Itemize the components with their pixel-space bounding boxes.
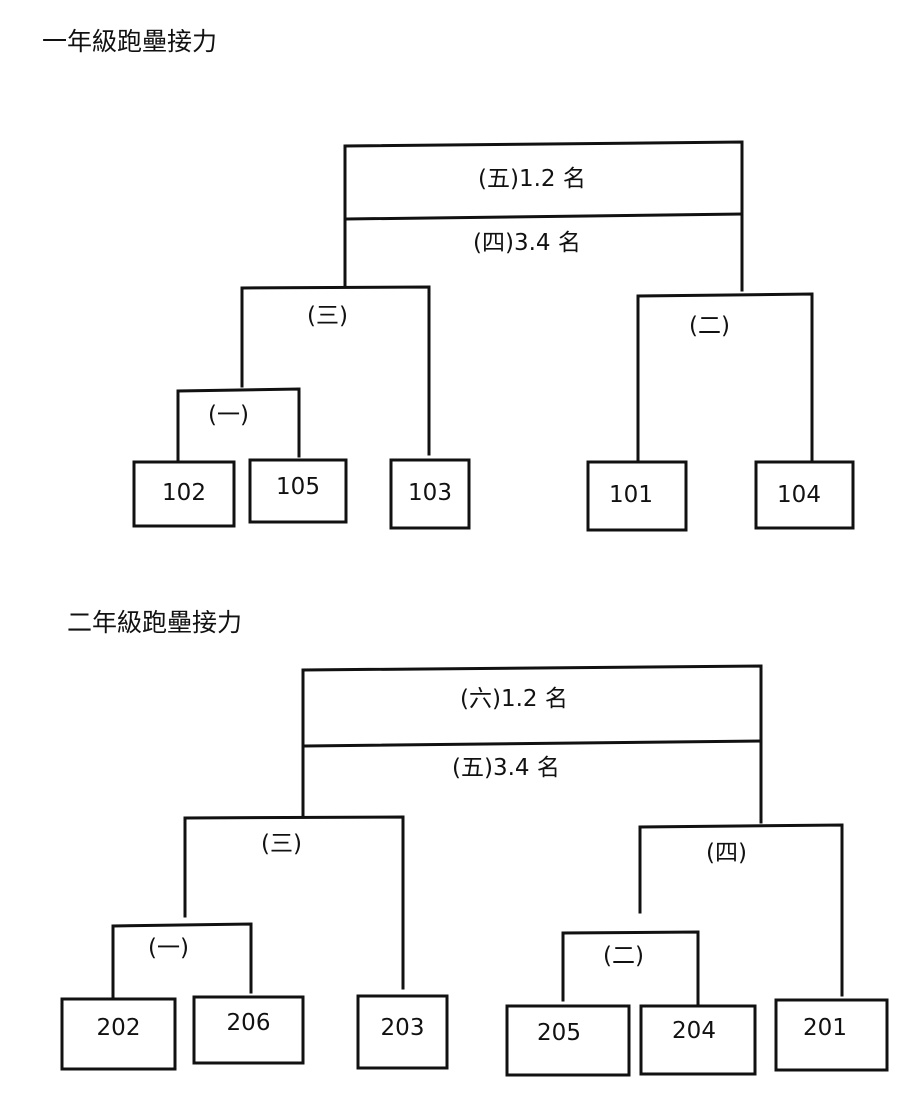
bracket-1-third-place-label: (四)3.4 名 [473, 230, 581, 256]
bracket-2-match-1-connector [111, 922, 253, 1000]
bracket-1-team-box-101 [586, 460, 688, 532]
bracket-1-match-2-connector [636, 292, 814, 462]
bracket-2-team-box-204 [639, 1004, 757, 1076]
bracket-2-team-202: 202 [96, 1015, 141, 1041]
bracket-1-match-1-connector [176, 387, 301, 462]
bracket-2-match-3-connector [183, 815, 405, 990]
bracket-1-team-104: 104 [777, 482, 821, 508]
bracket-1-match-2-label: (二) [689, 313, 730, 339]
bracket-1-match-3-label: (三) [307, 303, 348, 329]
bracket-1-final-connector [343, 140, 744, 292]
bracket-2-team-box-201 [774, 998, 889, 1072]
bracket-2-team-box-202 [60, 997, 177, 1071]
bracket-1-team-box-105 [248, 458, 348, 524]
bracket-2-third-place-divider [304, 739, 763, 748]
bracket-1-team-102: 102 [162, 480, 206, 506]
bracket-2-final-connector [301, 664, 763, 824]
bracket-2-match-3-label: (三) [261, 831, 302, 857]
bracket-1-match-3-connector [240, 285, 431, 456]
bracket-1-match-1-label: (一) [208, 402, 249, 428]
bracket-2-match-4-label: (四) [706, 840, 747, 866]
bracket-1-third-place-divider [345, 212, 744, 221]
bracket-1-team-box-102 [132, 460, 236, 528]
bracket-2-match-1-label: (一) [148, 935, 189, 961]
bracket-2-team-201: 201 [803, 1015, 847, 1041]
bracket-2-team-box-206 [192, 995, 305, 1065]
bracket-1-title: 一年級跑壘接力 [42, 27, 218, 56]
bracket-2-team-203: 203 [380, 1015, 425, 1041]
bracket-1-team-105: 105 [276, 474, 320, 500]
bracket-2-team-204: 204 [672, 1018, 716, 1044]
bracket-2-third-place-label: (五)3.4 名 [452, 755, 560, 781]
bracket-2-title: 二年級跑壘接力 [67, 608, 243, 637]
bracket-2-team-box-205 [505, 1004, 631, 1077]
bracket-2-team-205: 205 [537, 1020, 581, 1046]
bracket-2-match-4-connector [638, 823, 844, 997]
bracket-2-team-box-203 [356, 994, 449, 1070]
bracket-1-final-label: (五)1.2 名 [478, 166, 586, 192]
bracket-1-team-box-103 [389, 458, 471, 530]
bracket-2-final-label: (六)1.2 名 [460, 686, 568, 712]
bracket-1-team-103: 103 [408, 480, 452, 506]
bracket-1-team-box-104 [754, 460, 855, 530]
bracket-2-team-206: 206 [226, 1010, 271, 1036]
bracket-2-match-2-label: (二) [603, 943, 644, 969]
bracket-2-match-2-connector [561, 930, 700, 1007]
bracket-1-team-101: 101 [609, 482, 653, 508]
